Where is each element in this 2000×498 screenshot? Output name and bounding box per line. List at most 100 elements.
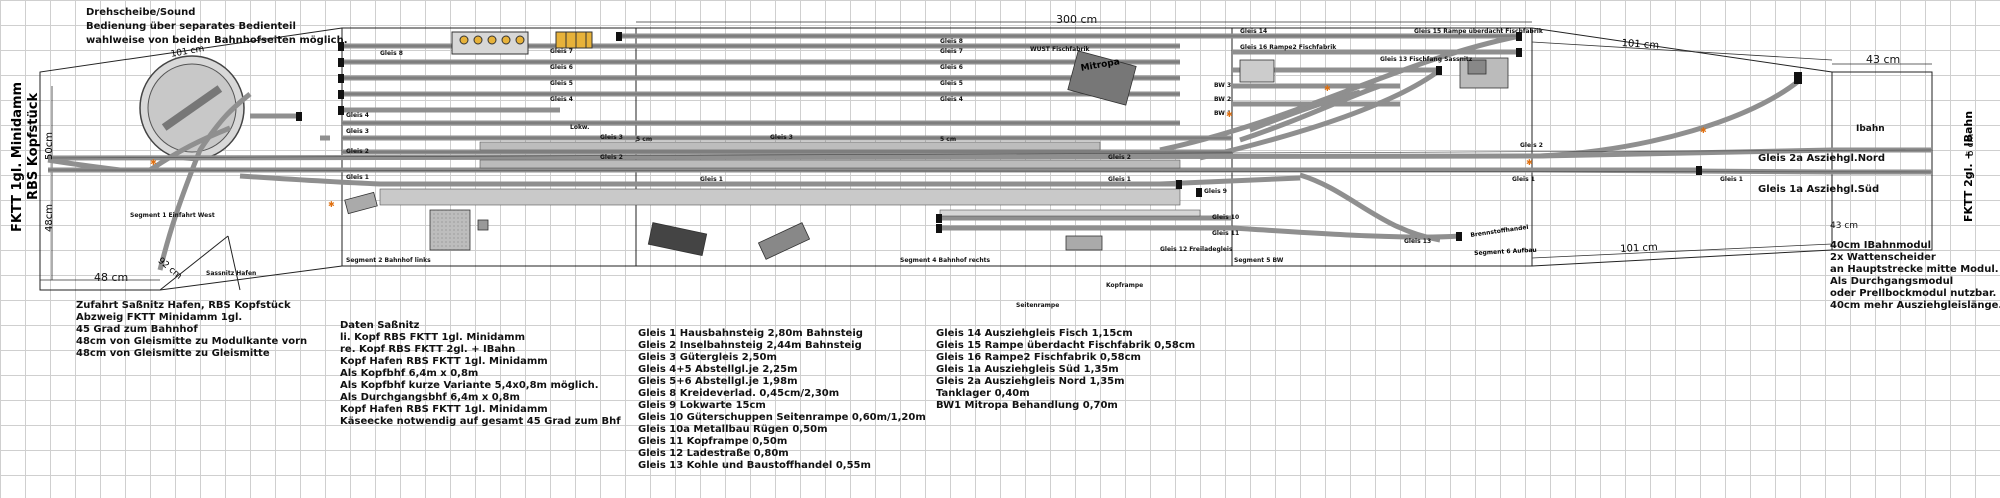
gleis-2a-label: Gleis 2a Asziehgl.Nord bbox=[1758, 153, 1886, 164]
segment-5-label: Segment 5 BW bbox=[1234, 257, 1284, 264]
note-line: 48cm von Gleismitte zu Gleismitte bbox=[76, 348, 270, 359]
note-line: Gleis 5+6 Abstellgl.je 1,98m bbox=[638, 376, 798, 387]
notes-daten: Daten Saßnitz li. Kopf RBS FKTT 1gl. Min… bbox=[340, 320, 621, 428]
gleis-4-mid: Gleis 4 bbox=[550, 96, 573, 103]
gleis-9-label: Gleis 9 bbox=[1204, 188, 1227, 195]
note-line: Als Kopfbhf 6,4m x 0,8m bbox=[340, 368, 479, 379]
gleis-5-right: Gleis 5 bbox=[940, 80, 963, 87]
gleis-3-left: Gleis 3 bbox=[346, 128, 369, 135]
dim-48: 48 cm bbox=[94, 271, 129, 284]
note-line: Gleis 4+5 Abstellgl.je 2,25m bbox=[638, 364, 798, 375]
gleis-15-label: Gleis 15 Rampe überdacht Fischfabrik bbox=[1414, 28, 1543, 35]
gleis-4-right: Gleis 4 bbox=[940, 96, 963, 103]
bw-1-label: BW 1 bbox=[1214, 110, 1232, 117]
dim-5b: 5 cm bbox=[636, 136, 653, 143]
note-line: Gleis 9 Lokwarte 15cm bbox=[638, 400, 766, 411]
gleis-1a-label: Gleis 1a Asziehgl.Süd bbox=[1758, 184, 1880, 195]
control-panel bbox=[451, 31, 593, 55]
note-line: re. Kopf RBS FKTT 2gl. + IBahn bbox=[340, 344, 516, 355]
note-line: Gleis 10 Güterschuppen Seitenrampe 0,60m… bbox=[638, 412, 926, 423]
note-line: Kopf Hafen RBS FKTT 1gl. Minidamm bbox=[340, 356, 548, 367]
note-line: Gleis 1a Ausziehgleis Süd 1,35m bbox=[936, 364, 1119, 375]
gleis-3-mid: Gleis 3 bbox=[600, 134, 623, 141]
platforms bbox=[379, 141, 1201, 217]
track-centerlines bbox=[47, 35, 1933, 173]
note-line: an Hauptstrecke mitte Modul. bbox=[1830, 264, 1999, 275]
seitenrampe-label: Seitenrampe bbox=[1016, 302, 1060, 309]
lokw-label: Lokw. bbox=[570, 124, 590, 131]
gleis-1-right: Gleis 1 bbox=[1108, 176, 1131, 183]
notes-gleis2: Gleis 14 Ausziehgleis Fisch 1,15cm Gleis… bbox=[936, 328, 1195, 412]
accent-mark: ✱ bbox=[1226, 110, 1233, 119]
right-vertical-label: FKTT 2gl. + IBahn bbox=[1962, 110, 1975, 222]
gleis-7-right: Gleis 7 bbox=[940, 48, 963, 55]
note-line: Gleis 11 Kopframpe 0,50m bbox=[638, 436, 788, 447]
note-line: Gleis 12 Ladestraße 0,80m bbox=[638, 448, 789, 459]
note-line: Gleis 2a Ausziehgleis Nord 1,35m bbox=[936, 376, 1125, 387]
note-line: 48cm von Gleismitte zu Modulkante vorn bbox=[76, 336, 308, 347]
accent-mark: ✱ bbox=[1526, 158, 1533, 167]
dimension-lines bbox=[40, 21, 1932, 281]
left-vertical-label-1: FKTT 1gl. Minidamm bbox=[10, 81, 25, 232]
note-line: Als Durchgangsmodul bbox=[1830, 276, 1954, 287]
note-line: Daten Saßnitz bbox=[340, 320, 420, 331]
note-line: Als Kopfbhf kurze Variante 5,4x0,8m mögl… bbox=[340, 380, 599, 391]
ibahn-module-frame bbox=[1831, 71, 1933, 251]
note-line: oder Prellbockmodul nutzbar. bbox=[1830, 288, 1997, 299]
note-line: Tanklager 0,40m bbox=[936, 388, 1030, 399]
note-line: Käseecke notwendig auf gesamt 45 Grad zu… bbox=[340, 416, 621, 427]
gleis-13-label: Gleis 13 bbox=[1404, 238, 1432, 245]
note-line: Gleis 15 Rampe überdacht Fischfabrik 0,5… bbox=[936, 340, 1196, 351]
gleis-12-label: Gleis 12 Freiladegleis bbox=[1160, 246, 1233, 253]
note-line: Gleis 1 Hausbahnsteig 2,80m Bahnsteig bbox=[638, 328, 863, 339]
note-line: Abzweig FKTT Minidamm 1gl. bbox=[76, 312, 243, 323]
tracks bbox=[47, 33, 1932, 271]
header-line2: wahlweise von beiden Bahnhofseiten mögli… bbox=[86, 35, 348, 46]
gleis-10-label: Gleis 10 bbox=[1212, 214, 1240, 221]
gleis-1-mid: Gleis 1 bbox=[700, 176, 723, 183]
note-line: BW1 Mitropa Behandlung 0,70m bbox=[936, 400, 1118, 411]
left-vertical-label-2: RBS Kopfstück bbox=[26, 92, 41, 200]
note-line: 45 Grad zum Bahnhof bbox=[76, 324, 198, 335]
segment-2-label: Segment 2 Bahnhof links bbox=[346, 257, 431, 264]
note-line: 40cm mehr Ausziehgleislänge. bbox=[1830, 300, 2000, 311]
note-line: Gleis 10a Metallbau Rügen 0,50m bbox=[638, 424, 828, 435]
segment-4-label: Segment 4 Bahnhof rechts bbox=[900, 257, 991, 264]
kopframpe-label: Kopframpe bbox=[1106, 282, 1144, 289]
header-line1: Bedienung über separates Bedienteil bbox=[86, 21, 296, 32]
bahnhofsgebaeude bbox=[429, 209, 471, 251]
gleis-14-label: Gleis 14 bbox=[1240, 28, 1268, 35]
dim-48v: 48cm bbox=[44, 204, 55, 232]
buildings bbox=[344, 50, 1509, 260]
gleis-1-far: Gleis 1 bbox=[1512, 176, 1535, 183]
dim-50: 50cm bbox=[44, 132, 55, 160]
gleis-4-label: Gleis 4 bbox=[346, 112, 369, 119]
note-line: Gleis 14 Ausziehgleis Fisch 1,15cm bbox=[936, 328, 1133, 339]
dim-5c: 5 cm bbox=[940, 136, 957, 143]
bw-2-label: BW 2 bbox=[1214, 96, 1232, 103]
gleis-1-ibahn: Gleis 1 bbox=[1720, 176, 1743, 183]
module-outlines bbox=[39, 27, 1933, 291]
accent-mark: ✱ bbox=[150, 158, 157, 167]
dim-43b: 43 cm bbox=[1830, 221, 1859, 231]
notes-left: Zufahrt Saßnitz Hafen, RBS Kopfstück Abz… bbox=[76, 300, 307, 360]
dim-43: 43 cm bbox=[1866, 53, 1901, 66]
gleis-2-right: Gleis 2 bbox=[1108, 154, 1131, 161]
gleis-5-label: Gleis 5 bbox=[550, 80, 573, 87]
note-line: Zufahrt Saßnitz Hafen, RBS Kopfstück bbox=[76, 300, 291, 311]
note-line: Gleis 16 Rampe2 Fischfabrik 0,58cm bbox=[936, 352, 1141, 363]
note-line: Kopf Hafen RBS FKTT 1gl. Minidamm bbox=[340, 404, 548, 415]
accent-mark: ✱ bbox=[1700, 126, 1707, 135]
notes-right: 40cm IBahnmodul 2x Wattenscheider an Hau… bbox=[1830, 240, 2000, 312]
gleis-8-right: Gleis 8 bbox=[940, 38, 963, 45]
segment-1-label: Segment 1 Einfahrt West bbox=[130, 212, 215, 219]
note-line: Als Durchgangsbhf 6,4m x 0,8m bbox=[340, 392, 520, 403]
gleis-6-right: Gleis 6 bbox=[940, 64, 963, 71]
note-line: 2x Wattenscheider bbox=[1830, 252, 1936, 263]
gleis-16-label: Gleis 16 Rampe2 Fischfabrik bbox=[1240, 44, 1337, 51]
bumpers bbox=[296, 32, 1802, 241]
hafen-label: Sassnitz Hafen bbox=[206, 270, 257, 277]
note-line: Gleis 13 Kohle und Baustoffhandel 0,55m bbox=[638, 460, 871, 471]
